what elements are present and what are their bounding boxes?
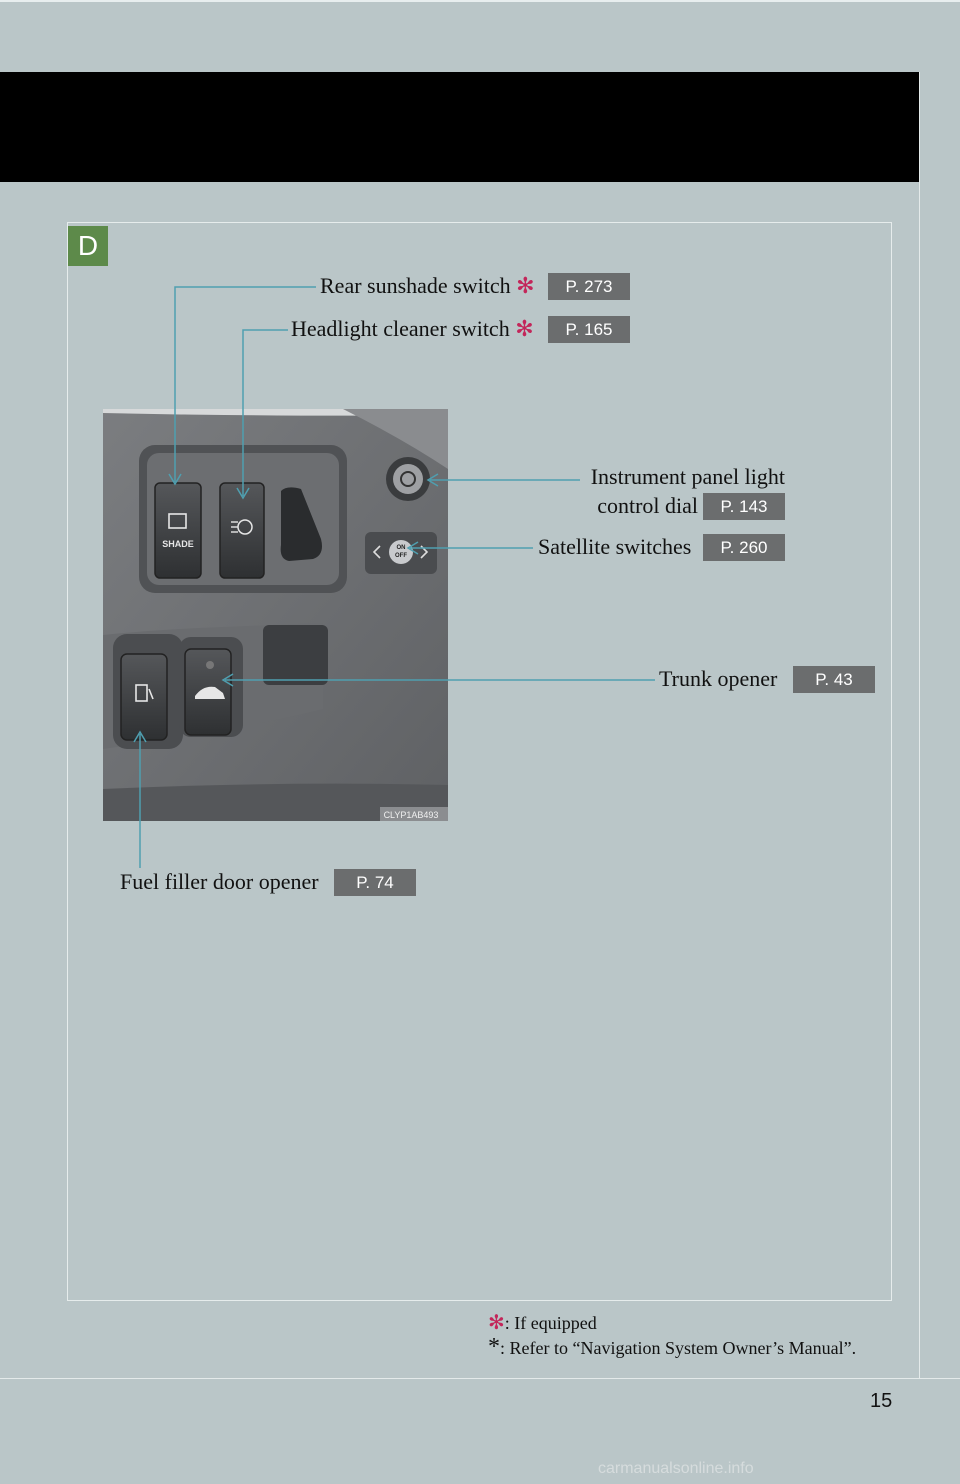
instrument-panel-label-line2: control dial <box>597 493 698 518</box>
off-text: OFF <box>395 553 407 559</box>
dashboard-switch-photo: SHADE ON OFF CLYP1AB493 <box>103 409 448 821</box>
if-equipped-marker: ✻ <box>516 273 535 298</box>
headlight-cleaner-text: Headlight cleaner switch <box>291 316 510 341</box>
footnote-navigation-text: : Refer to “Navigation System Owner’s Ma… <box>500 1338 857 1358</box>
rear-sunshade-text: Rear sunshade switch <box>320 273 511 298</box>
fuel-filler-page-ref[interactable]: P. 74 <box>334 869 416 896</box>
satellite-switches-label: Satellite switches <box>538 534 692 559</box>
satellite-switches-page-ref[interactable]: P. 260 <box>703 534 785 561</box>
footnote-navigation: *: Refer to “Navigation System Owner’s M… <box>488 1335 857 1359</box>
rear-sunshade-page-ref[interactable]: P. 273 <box>548 273 630 300</box>
shade-text: SHADE <box>162 539 194 549</box>
content-frame <box>67 222 892 1301</box>
watermark: carmanualsonline.info <box>598 1460 754 1477</box>
trunk-opener-label: Trunk opener <box>659 666 778 691</box>
if-equipped-marker: ✻ <box>488 1312 505 1334</box>
page-right-edge <box>919 72 920 1378</box>
leader-rear-sunshade <box>174 286 316 482</box>
leader-headlight-cleaner <box>242 329 288 496</box>
fuel-filler-label: Fuel filler door opener <box>120 869 319 894</box>
instrument-panel-label-line1: Instrument panel light <box>590 464 785 489</box>
page-top-edge <box>0 0 960 2</box>
footnote-if-equipped-text: : If equipped <box>504 1313 597 1333</box>
asterisk-marker: * <box>488 1334 500 1360</box>
headlight-cleaner-page-ref[interactable]: P. 165 <box>548 316 630 343</box>
photo-code: CLYP1AB493 <box>384 810 439 820</box>
footer-rule <box>0 1378 960 1379</box>
header-banner <box>0 72 920 182</box>
page-number: 15 <box>870 1390 893 1412</box>
rear-sunshade-label: Rear sunshade switch ✻ <box>320 273 535 299</box>
trunk-opener-page-ref[interactable]: P. 43 <box>793 666 875 693</box>
instrument-panel-page-ref[interactable]: P. 143 <box>703 493 785 520</box>
footnote-if-equipped: ✻: If equipped <box>488 1310 597 1335</box>
if-equipped-marker: ✻ <box>515 316 534 341</box>
headlight-cleaner-label: Headlight cleaner switch ✻ <box>291 316 534 342</box>
section-tab: D <box>68 226 108 266</box>
on-text: ON <box>397 545 406 551</box>
